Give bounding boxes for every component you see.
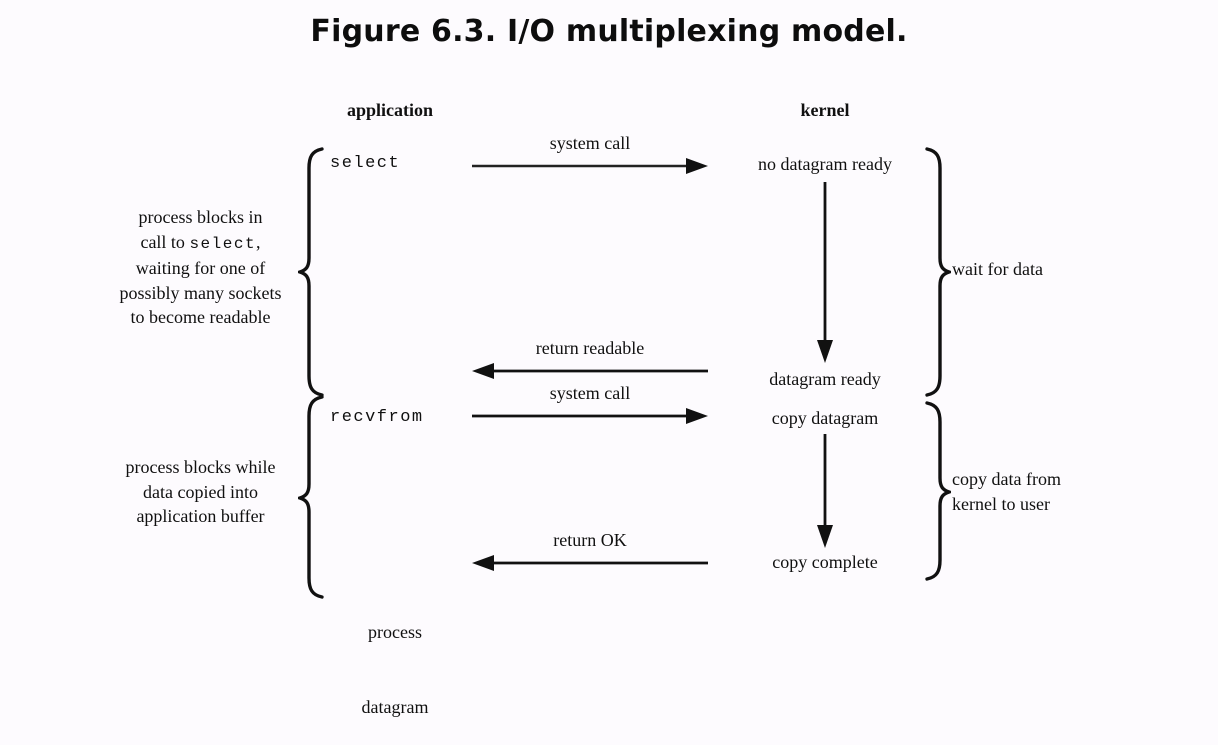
brace-left-copy — [294, 394, 324, 605]
arrow-label-system-call-1: system call — [549, 133, 631, 153]
note-wait-for-data: wait for data — [952, 257, 1172, 282]
note-line: wait for data — [952, 259, 1043, 279]
note-line: copy data from — [952, 469, 1061, 489]
note-line: process blocks in — [138, 207, 263, 227]
note-line: possibly many sockets — [119, 282, 282, 303]
note-line: process — [368, 622, 422, 642]
app-call-select: select — [330, 154, 401, 173]
note-line: call to select, — [140, 231, 261, 253]
arrow-system-call-1 — [470, 155, 710, 182]
note-process-blocks-select: process blocks in call to select, waitin… — [98, 205, 303, 330]
page-title: Figure 6.3. I/O multiplexing model. — [310, 14, 908, 49]
app-call-recvfrom: recvfrom — [330, 408, 424, 427]
arrow-label-return-readable: return readable — [535, 338, 645, 358]
brace-right-wait — [925, 146, 955, 403]
kernel-state-no-datagram-ready: no datagram ready — [758, 154, 892, 174]
brace-left-select — [294, 146, 324, 403]
arrow-return-readable — [470, 360, 710, 387]
note-line: to become readable — [130, 307, 271, 327]
note-process-blocks-copy: process blocks while data copied into ap… — [98, 455, 303, 529]
arrow-label-system-call-2: system call — [549, 383, 631, 403]
brace-right-copy-data — [925, 400, 955, 587]
kernel-state-datagram-ready: datagram ready — [769, 369, 881, 389]
note-line: kernel to user — [952, 493, 1050, 514]
kernel-state-copy-complete: copy complete — [772, 552, 878, 572]
note-line: waiting for one of — [135, 258, 266, 278]
note-line: data copied into — [143, 481, 258, 502]
note-copy-data-from-kernel: copy data from kernel to user — [952, 467, 1172, 516]
arrow-return-ok — [470, 552, 710, 579]
column-header-kernel: kernel — [800, 100, 850, 120]
kernel-state-copy-datagram: copy datagram — [771, 408, 879, 428]
arrow-kernel-wait-down — [810, 180, 840, 370]
arrow-label-return-ok: return OK — [553, 530, 627, 550]
note-line: process blocks while — [125, 457, 276, 477]
note-line: datagram — [361, 697, 429, 717]
arrow-system-call-2 — [470, 405, 710, 432]
column-header-application: application — [346, 100, 434, 120]
note-line: application buffer — [136, 506, 265, 526]
app-process-datagram: process datagram — [320, 570, 470, 745]
inline-code-select: select — [189, 234, 257, 253]
arrow-kernel-copy-down — [810, 432, 840, 555]
